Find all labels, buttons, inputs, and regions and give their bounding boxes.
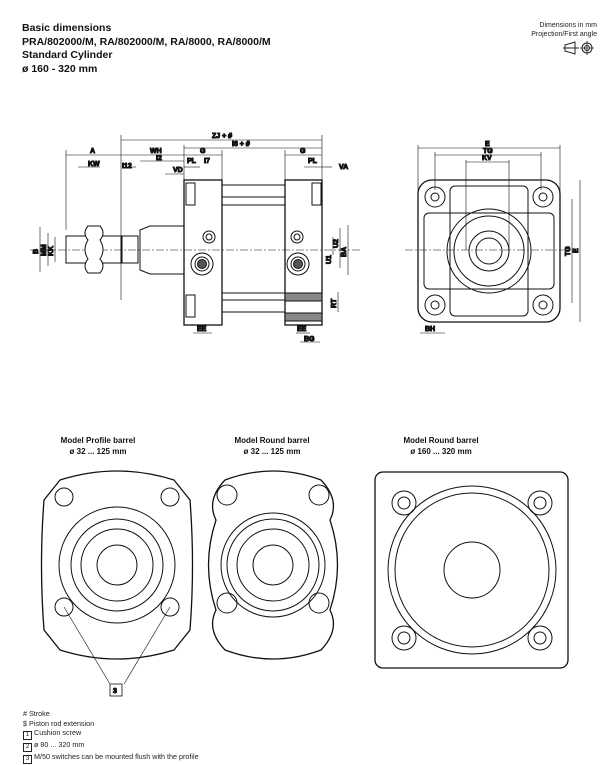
dim-e-vertical: E (573, 248, 580, 253)
dim-kw: KW (88, 161, 100, 168)
dim-tg: TG (483, 148, 493, 155)
dim-rt: RT (331, 298, 338, 308)
dim-b: B (33, 249, 40, 254)
dim-a: A (90, 148, 95, 155)
dim-kk: KK (48, 246, 55, 256)
model-caption-round-large: Model Round barrel ø 160 ... 320 mm (361, 435, 521, 457)
document-header: Basic dimensions PRA/802000/M, RA/802000… (22, 22, 271, 76)
header-subtitle: Standard Cylinder (22, 49, 113, 61)
header-title: Basic dimensions (22, 22, 112, 34)
dim-u1: U1 (326, 255, 333, 264)
dim-va: VA (339, 164, 348, 171)
model-caption-round-small: Model Round barrel ø 32 ... 125 mm (192, 435, 352, 457)
model-caption-profile: Model Profile barrel ø 32 ... 125 mm (18, 435, 178, 457)
profile-barrel-view (40, 470, 194, 685)
dim-i2: I2 (156, 155, 162, 162)
dim-ee-right: EE (297, 326, 307, 333)
header-size-range: ø 160 - 320 mm (22, 62, 98, 75)
model-title: Model Round barrel (403, 436, 479, 445)
round-barrel-small-view (207, 470, 339, 660)
model-title: Model Profile barrel (60, 436, 136, 445)
units-note: Dimensions in mm Projection/First angle (531, 21, 597, 39)
model-range: ø 160 ... 320 mm (410, 447, 472, 456)
dim-mm: MM (41, 244, 48, 256)
dim-zj: ZJ + # (212, 133, 232, 140)
dim-ba: BA (341, 247, 348, 257)
dim-ee-left: EE (197, 326, 207, 333)
side-view (30, 135, 360, 343)
footnote: $ Piston rod extension (23, 718, 95, 728)
tie-rod-holes (424, 186, 554, 316)
dim-bh: BH (425, 326, 435, 333)
dim-u2: U2 (333, 239, 340, 248)
callout-box (109, 683, 123, 697)
model-range: ø 32 ... 125 mm (243, 447, 301, 456)
dim-e: E (485, 141, 490, 148)
dim-i12: I12 (122, 163, 132, 170)
model-range: ø 32 ... 125 mm (69, 447, 127, 456)
first-angle-projection-icon (563, 41, 594, 55)
projection-text: Projection/First angle (531, 31, 597, 38)
callout-number: 3 (113, 688, 117, 695)
front-view (405, 145, 581, 334)
dim-g-left: G (200, 148, 206, 155)
side-view-dimension-labels: ZJ + # I8 + # A WH G G KW I12 I2 PL I7 P… (33, 133, 349, 344)
model-title: Model Round barrel (234, 436, 310, 445)
header-models: PRA/802000/M, RA/802000/M, RA/8000, RA/8… (22, 35, 271, 48)
round-barrel-large-view (374, 471, 569, 669)
dim-bg: BG (304, 336, 315, 343)
front-view-dimension-labels: E TG KV TG E BH (425, 141, 581, 334)
units-text: Dimensions in mm (539, 22, 597, 29)
dim-pl-right: PL (308, 158, 318, 165)
dim-wh: WH (150, 148, 162, 155)
dim-kv: KV (482, 155, 492, 162)
dim-g-right: G (300, 148, 306, 155)
dim-pl-left: PL (187, 158, 197, 165)
footnote: # Stroke (23, 709, 50, 718)
dim-i8: I8 + # (232, 141, 250, 148)
dim-i7: I7 (204, 158, 210, 165)
dim-tg-vertical: TG (565, 246, 572, 256)
dim-vd: VD (173, 167, 183, 174)
